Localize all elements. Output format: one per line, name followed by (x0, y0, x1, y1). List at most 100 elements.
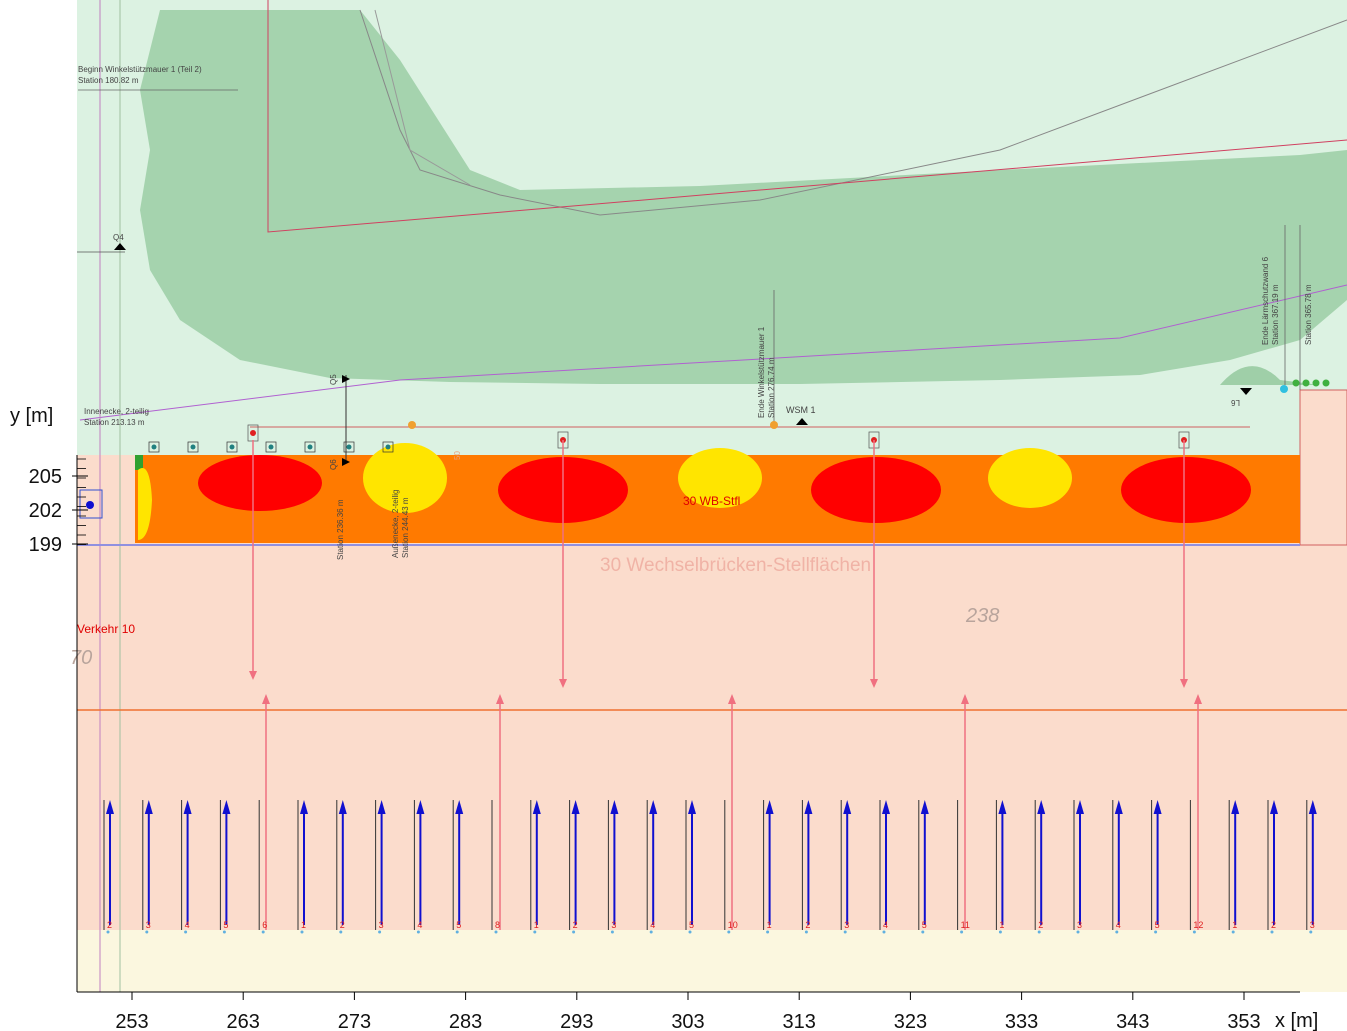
label-q6: Q6 (329, 459, 338, 470)
down-arrow-head-3 (870, 679, 878, 688)
stall-point-8 (378, 930, 382, 934)
label-station-236: Station 236.36 m (336, 499, 345, 560)
x-tick-label-283: 283 (449, 1011, 482, 1031)
stall-number-31: 2 (1271, 920, 1276, 930)
yellow-zones (363, 443, 1072, 513)
label-wb-stfl: 30 WB-Stfl (683, 494, 740, 508)
stall-number-4: 5 (223, 920, 228, 930)
stall-point-9 (416, 930, 420, 934)
wall-marker-box-1 (148, 441, 160, 453)
property-line (267, 0, 1347, 233)
stall-point-2 (145, 930, 149, 934)
stall-point-11 (494, 930, 498, 934)
q6-marker (342, 458, 350, 466)
stall-point-23 (960, 930, 964, 934)
stall-number-19: 2 (805, 920, 810, 930)
stall-point-10 (455, 930, 459, 934)
red-zone-4 (1121, 457, 1251, 523)
stall-point-26 (1076, 930, 1080, 934)
l6-marker (1240, 388, 1252, 395)
stall-point-27 (1115, 930, 1119, 934)
stall-point-5 (261, 930, 265, 934)
stall-number-1: 2 (107, 920, 112, 930)
stall-point-18 (766, 930, 770, 934)
label-q4: Q4 (113, 233, 124, 242)
red-zone-3 (811, 457, 941, 523)
stall-point-15 (649, 930, 653, 934)
stall-point-21 (882, 930, 886, 934)
label-partial-70: 70 (70, 647, 92, 669)
stall-point-25 (1037, 930, 1041, 934)
vehicle-arrow-head-3 (183, 800, 192, 814)
stall-number-26: 3 (1077, 920, 1082, 930)
bottom-strip (77, 930, 1347, 992)
q5-marker (342, 375, 350, 383)
wall-marker-dot-1 (151, 444, 157, 450)
wall-marker-box-2 (187, 441, 199, 453)
x-tick-label-293: 293 (560, 1011, 593, 1031)
stall-number-11: 8 (495, 920, 500, 930)
stall-number-24: 1 (999, 920, 1004, 930)
wall-marker-box-7 (382, 441, 394, 453)
stall-number-15: 4 (650, 920, 655, 930)
wall-marker-dot-6 (346, 444, 352, 450)
stall-number-27: 4 (1116, 920, 1121, 930)
label-verkehr: Verkehr 10 (77, 622, 135, 636)
label-innenecke: Innenecke, 2-teilig (84, 407, 149, 416)
up-arrow-head-4 (961, 694, 969, 704)
red-zones (198, 455, 1251, 523)
stall-number-2: 3 (146, 920, 151, 930)
vehicle-arrow-head-2 (144, 800, 153, 814)
label-ende-winkel: Ende Winkelstützmauer 1 (757, 326, 766, 418)
y-tick-label-199: 199 (29, 534, 62, 556)
label-q5: Q5 (329, 374, 338, 385)
stall-number-9: 4 (417, 920, 422, 930)
vehicle-arrow-head-21 (882, 800, 890, 814)
label-wechselbruecken: 30 Wechselbrücken-Stellflächen (600, 555, 871, 576)
stall-point-1 (106, 930, 110, 934)
vehicle-arrow-head-7 (338, 800, 347, 814)
wall-marker-box-4 (265, 441, 277, 453)
up-arrow-head-3 (728, 694, 736, 704)
stall-number-18: 1 (767, 920, 772, 930)
green-dot-1 (1292, 379, 1300, 387)
stall-number-14: 3 (611, 920, 616, 930)
wall-marker-dot-3 (229, 444, 235, 450)
vehicle-arrow-head-8 (377, 800, 386, 814)
label-innenecke-station: Station 213.13 m (84, 418, 145, 427)
vehicle-arrow-head-26 (1076, 800, 1084, 814)
down-arrow-head-1 (249, 671, 257, 680)
vehicle-arrow-head-1 (106, 800, 114, 814)
embankment-area (140, 10, 1347, 384)
stall-point-14 (610, 930, 614, 934)
left-source-box (79, 489, 103, 519)
stall-point-13 (572, 930, 576, 934)
vehicle-arrow-head-9 (416, 800, 425, 814)
vehicle-arrow-head-6 (300, 800, 308, 814)
wall-marker-dot-4 (268, 444, 274, 450)
stall-number-29: 12 (1193, 920, 1203, 930)
right-building (1299, 389, 1347, 546)
vehicle-arrow-head-20 (843, 800, 852, 814)
x-tick-label-263: 263 (227, 1011, 260, 1031)
label-238: 238 (965, 605, 999, 627)
label-aussenecke-station: Station 244.43 m (401, 497, 410, 558)
y-tick-label-205: 205 (29, 466, 62, 488)
stall-point-24 (998, 930, 1002, 934)
vehicle-arrow-head-12 (532, 800, 541, 814)
stall-point-17 (727, 930, 731, 934)
stall-number-12: 1 (534, 920, 539, 930)
vehicle-arrow-head-31 (1270, 800, 1278, 814)
label-ende-laerm-station: Station 367.19 m (1271, 284, 1280, 345)
wall-marker-dot-2 (190, 444, 196, 450)
stall-number-13: 2 (573, 920, 578, 930)
stall-number-23: 11 (961, 920, 970, 930)
label-value-50: 50 (453, 451, 462, 460)
green-edge (135, 455, 143, 470)
stall-point-31 (1270, 930, 1274, 934)
label-l6: L6 (1231, 398, 1240, 407)
stall-point-28 (1154, 930, 1158, 934)
vehicle-arrow-head-14 (610, 800, 619, 814)
